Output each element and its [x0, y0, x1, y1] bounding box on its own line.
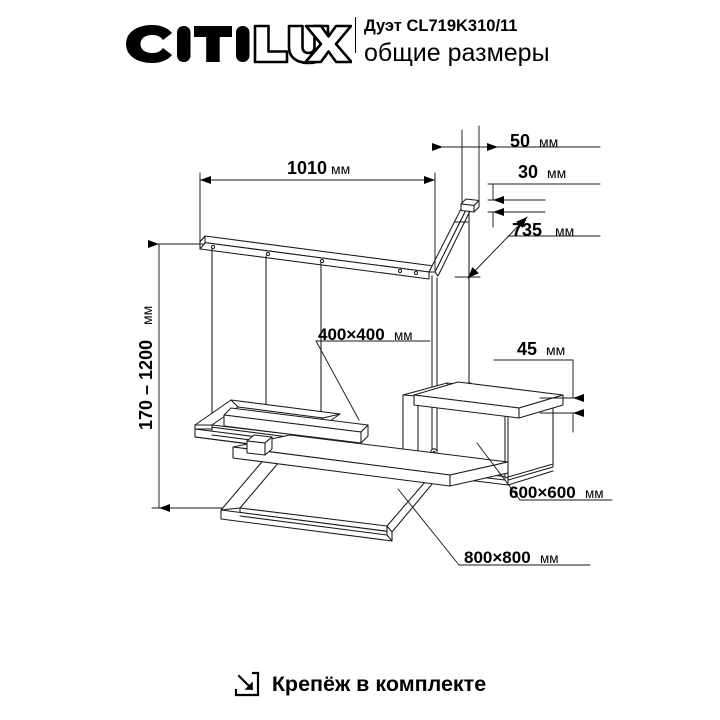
header: Дуэт CL719K310/11 общие размеры [0, 0, 720, 100]
citilux-logo [122, 19, 353, 69]
product-title: Дуэт CL719K310/11 [364, 16, 517, 36]
ceiling-bar [199, 235, 435, 280]
led-bar-600 [413, 381, 564, 419]
footer-label: Крепёж в комплекте [271, 671, 487, 696]
product-model: CL719K310/11 [406, 17, 518, 35]
label-400: 400×400 [318, 325, 385, 344]
bar-connector [246, 434, 273, 456]
label-400-unit: мм [394, 328, 413, 343]
dimension-height [148, 240, 223, 512]
product-line-label: Дуэт [364, 17, 402, 35]
label-1010: 1010 [287, 158, 327, 178]
label-50-unit: мм [539, 134, 558, 150]
dimension-labels: 1010 мм 50 мм 30 мм 735 мм 45 мм 400×400… [136, 131, 604, 567]
dimension-735 [454, 216, 601, 279]
leader-400 [315, 340, 431, 421]
label-735: 735 [512, 220, 542, 240]
label-800-unit: мм [540, 551, 559, 566]
arrow-into-box-icon [234, 671, 259, 697]
label-735-unit: мм [555, 223, 574, 239]
dimension-50 [432, 125, 601, 205]
label-45: 45 [517, 339, 537, 359]
dimension-30 [487, 183, 601, 228]
label-45-unit: мм [546, 342, 565, 358]
label-height-unit: мм [139, 306, 155, 325]
title-divider [355, 17, 356, 53]
footer: Крепёж в комплекте [0, 660, 720, 708]
citilux-wordmark [126, 24, 353, 65]
label-50: 50 [510, 131, 530, 151]
label-800: 800×800 [464, 548, 531, 567]
ceiling-mount-plate [460, 198, 480, 213]
title-block: Дуэт CL719K310/11 общие размеры [355, 16, 620, 78]
leader-600 [476, 442, 613, 501]
label-30-unit: мм [547, 165, 566, 181]
label-600: 600×600 [509, 483, 576, 502]
leader-800 [397, 488, 591, 566]
label-1010-unit: мм [331, 161, 350, 177]
dimension-1010 [199, 172, 436, 271]
label-600-unit: мм [585, 486, 604, 501]
led-bar-800 [232, 434, 509, 487]
page-subtitle: общие размеры [364, 39, 550, 67]
led-bar-400 [223, 407, 369, 444]
label-30: 30 [518, 162, 538, 182]
dimension-45 [493, 359, 584, 433]
label-height: 170 – 1200 [136, 340, 156, 430]
